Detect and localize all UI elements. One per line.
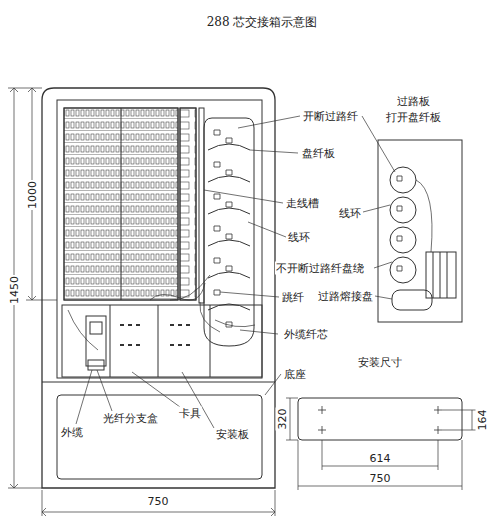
leader-lines xyxy=(132,372,180,407)
leader-lines xyxy=(374,262,392,268)
pass-through-panel xyxy=(416,180,432,252)
cabinet-body xyxy=(42,88,275,488)
pass-through-panel xyxy=(392,290,432,310)
dimension: 1000 xyxy=(26,180,39,210)
callout: 过路熔接盘 xyxy=(317,290,374,303)
leader-lines xyxy=(375,296,392,299)
leader-lines xyxy=(182,372,214,428)
splice-trays xyxy=(204,118,254,346)
dimension: 750 xyxy=(369,472,392,485)
leader-lines xyxy=(97,370,112,411)
leader-lines xyxy=(220,292,279,297)
patch-panel xyxy=(64,108,196,300)
patch-panel xyxy=(180,108,196,300)
cabinet-body xyxy=(42,382,275,383)
dimension: 614 xyxy=(369,452,392,465)
patch-panel xyxy=(64,108,178,300)
pass-through-panel xyxy=(397,176,402,271)
pass-through-panel xyxy=(378,140,462,322)
callout: 开断过路纤 xyxy=(302,110,359,123)
callout: 跳纤 xyxy=(281,291,305,304)
cable-trough xyxy=(199,108,204,303)
callout: 盘纤板 xyxy=(301,147,336,160)
pass-through-panel xyxy=(390,167,416,193)
lower-compartment xyxy=(88,360,104,370)
lower-compartment xyxy=(120,325,190,345)
mounting-plan xyxy=(318,406,442,434)
pass-through-panel xyxy=(378,140,462,322)
lower-compartment xyxy=(210,305,211,377)
leader-lines xyxy=(248,222,286,237)
dimension: 320 xyxy=(276,408,289,431)
lower-compartment xyxy=(110,305,111,377)
lower-compartment xyxy=(86,316,106,366)
callout: 线环 xyxy=(287,231,311,244)
panel-heading: 过路板 xyxy=(396,95,431,108)
splice-trays xyxy=(204,118,254,346)
pass-through-panel xyxy=(433,252,447,298)
patch-panel xyxy=(180,108,196,300)
leader-lines xyxy=(363,205,390,212)
section-heading: 安装尺寸 xyxy=(357,356,403,369)
callout: 安装板 xyxy=(215,428,250,441)
callout: 线环 xyxy=(338,207,362,220)
callout: 卡具 xyxy=(178,407,202,420)
dimension-lines xyxy=(8,88,42,488)
cabinet-body xyxy=(42,88,275,488)
pass-through-panel xyxy=(390,257,416,283)
dimension: 750 xyxy=(147,495,170,508)
splice-trays xyxy=(226,138,232,271)
leader-lines xyxy=(76,370,92,424)
pass-through-panel xyxy=(390,197,416,223)
jumper-fibres xyxy=(170,275,210,300)
dimension-lines xyxy=(8,88,476,516)
cabinet-body xyxy=(57,100,262,378)
lower-compartment xyxy=(68,310,255,350)
callout: 外缆纤芯 xyxy=(283,328,329,341)
leader-lines xyxy=(240,330,278,334)
callout: 走线槽 xyxy=(285,197,320,210)
callout: 外缆 xyxy=(60,426,84,439)
title: 288 芯交接箱示意图 xyxy=(207,14,318,31)
patch-panel xyxy=(64,108,178,300)
lower-compartment xyxy=(62,305,262,377)
pass-through-panel xyxy=(426,252,456,298)
callout: 底座 xyxy=(283,368,307,381)
dimension: 1450 xyxy=(8,275,21,305)
dimension-lines xyxy=(42,490,275,516)
callout: 不开断过路纤盘绕 xyxy=(275,262,365,275)
lower-compartment xyxy=(90,322,102,334)
cabinet-body xyxy=(57,395,262,479)
mounting-plan xyxy=(298,398,462,440)
leader-lines xyxy=(204,190,283,203)
dimension: 164 xyxy=(476,409,489,432)
mounting-plan xyxy=(298,398,462,440)
jumper-fibres xyxy=(150,283,205,300)
cable-trough xyxy=(199,108,204,303)
callout: 光纤分支盒 xyxy=(102,412,159,425)
splice-trays xyxy=(214,130,232,327)
lower-compartment xyxy=(62,305,262,377)
patch-panel xyxy=(121,108,122,300)
pass-through-panel xyxy=(390,227,416,253)
panel-heading: 打开盘纤板 xyxy=(385,111,442,124)
leader-lines xyxy=(250,150,298,153)
leader-lines xyxy=(238,116,395,172)
dimension-lines xyxy=(442,410,476,430)
lower-compartment xyxy=(158,305,159,377)
leader-lines xyxy=(76,116,395,428)
leader-lines xyxy=(265,374,281,395)
dimension-lines xyxy=(26,88,57,300)
dimension-lines xyxy=(298,440,462,490)
dimension-lines xyxy=(322,440,438,470)
